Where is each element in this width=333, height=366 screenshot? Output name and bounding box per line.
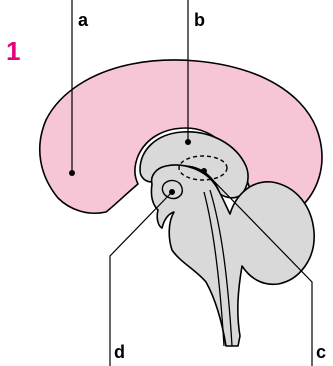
callout-label-d: d	[114, 342, 125, 362]
figure-number: 1	[6, 36, 20, 66]
callout-label-a: a	[78, 10, 89, 30]
callout-label-c: c	[316, 342, 326, 362]
callout-label-b: b	[194, 10, 205, 30]
